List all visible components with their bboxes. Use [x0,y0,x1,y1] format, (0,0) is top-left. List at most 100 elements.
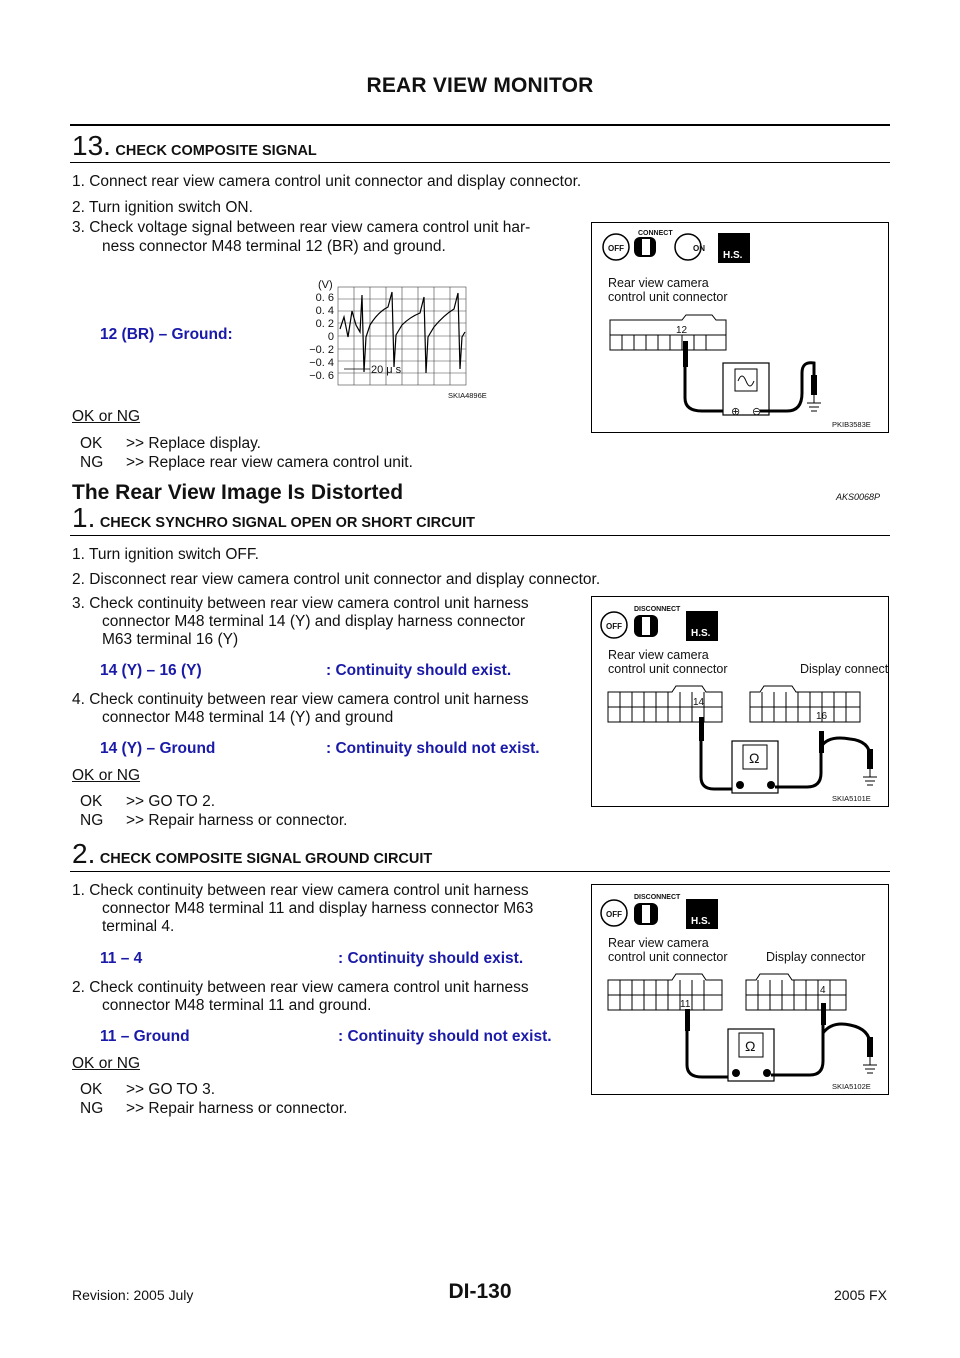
step-number: 1. [72,502,96,533]
step2-item-1-cont: connector M48 terminal 11 and display ha… [102,900,534,917]
label-display: Display connector [766,950,865,964]
ok-or-ng: OK or NG [72,1055,141,1072]
step13-item-1: 1. Connect rear view camera control unit… [72,173,582,190]
camera-connector-drawing [607,685,723,723]
step1-item-4: 4. Check continuity between rear view ca… [72,691,529,708]
step2-item-2-cont: connector M48 terminal 11 and ground. [102,997,372,1014]
spec-result: : Continuity should exist. [338,950,524,967]
step13-item-3-cont: ness connector M48 terminal 12 (BR) and … [102,238,446,255]
step1-heading: 1. CHECK SYNCHRO SIGNAL OPEN OR SHORT CI… [72,502,475,534]
step13-item-3: 3. Check voltage signal between rear vie… [72,219,531,236]
terminal-label: 14 [693,697,705,708]
svg-text:H.S.: H.S. [691,628,711,639]
ok-result: >> GO TO 3. [126,1081,216,1098]
spec-terminals: 11 – 4 [100,950,143,967]
svg-text:−0. 4: −0. 4 [309,357,334,369]
svg-text:⊕: ⊕ [731,406,740,418]
svg-text:DISCONNECT: DISCONNECT [634,606,681,613]
step2-item-1: 1. Check continuity between rear view ca… [72,882,529,899]
label-camera: Rear view camera [608,276,709,290]
label-connector: control unit connector [608,662,728,676]
ok-result: >> GO TO 2. [126,793,216,810]
step2-item-2: 2. Check continuity between rear view ca… [72,979,529,996]
spec-terminals: 14 (Y) – Ground [100,740,216,757]
figure-code: PKIB3583E [832,420,871,429]
figure-code: SKIA5102E [832,1082,871,1091]
step-rule [70,162,890,163]
display-connector-drawing [745,973,847,1011]
step1-item-3-cont2: M63 terminal 16 (Y) [102,631,239,648]
header-rule [70,124,890,126]
ng-result: >> Replace rear view camera control unit… [126,454,413,471]
ok-result: >> Replace display. [126,435,261,452]
svg-text:−0. 6: −0. 6 [309,370,334,382]
section-title: The Rear View Image Is Distorted [72,481,404,504]
svg-text:H.S.: H.S. [691,916,711,927]
connector-icon: CONNECT [634,230,673,257]
page-number: DI-130 [448,1280,512,1303]
wave-time: 20 μ s [371,364,402,376]
spec-result: : Continuity should not exist. [326,740,540,757]
terminal-label: 12 [676,325,688,336]
figure-connector-voltage: OFF CONNECT ON H.S. Rear view camera con… [591,222,889,433]
connector-drawing [609,314,727,351]
ok-label: OK [80,435,103,452]
step-number: 2. [72,838,96,869]
terminal-label: 4 [820,985,826,996]
spec-result: : Continuity should not exist. [338,1028,552,1045]
spec-label: 12 (BR) – Ground: [100,326,233,343]
figure-continuity-14-16: OFF DISCONNECT H.S. Rear view camera con… [591,596,899,807]
ignition-off-icon: OFF [600,899,628,927]
svg-text:0: 0 [328,331,334,343]
terminal-label: 16 [816,711,828,722]
ok-label: OK [80,1081,103,1098]
ok-or-ng: OK or NG [72,408,141,425]
ng-label: NG [80,812,104,829]
step-title: CHECK SYNCHRO SIGNAL OPEN OR SHORT CIRCU… [99,515,475,531]
label-camera: Rear view camera [608,936,709,950]
step13-item-2: 2. Turn ignition switch ON. [72,199,253,216]
label-connector: control unit connector [608,950,728,964]
terminal-label: 11 [680,999,691,1010]
section-code: AKS0068P [836,492,881,502]
step1-item-3-cont: connector M48 terminal 14 (Y) and displa… [102,613,526,630]
step2-heading: 2. CHECK COMPOSITE SIGNAL GROUND CIRCUIT [72,838,432,870]
ok-label: OK [80,793,103,810]
step13-heading: 13. CHECK COMPOSITE SIGNAL [72,130,317,162]
label-display: Display connector [800,662,888,676]
spec-terminals: 11 – Ground [100,1028,190,1045]
display-connector-drawing [749,685,861,723]
step2-item-1-cont2: terminal 4. [102,918,175,935]
footer-model: 2005 FX [834,1287,887,1303]
ignition-off-icon: OFF [600,611,628,639]
step1-item-2: 2. Disconnect rear view camera control u… [72,571,601,588]
step1-item-3: 3. Check continuity between rear view ca… [72,595,529,612]
step-title: CHECK COMPOSITE SIGNAL GROUND CIRCUIT [99,851,433,867]
figure-continuity-11-4: OFF DISCONNECT H.S. Rear view camera con… [591,884,889,1095]
figure-code: SKIA5101E [832,794,871,803]
svg-text:OFF: OFF [606,622,622,631]
ng-label: NG [80,454,104,471]
ignition-on-icon: ON [674,233,705,261]
ohm-icon: Ω [745,1038,755,1054]
ok-or-ng: OK or NG [72,767,141,784]
spec-result: : Continuity should exist. [326,662,512,679]
harness-side-icon: H.S. [686,611,718,641]
svg-text:H.S.: H.S. [723,250,743,261]
connector-icon: DISCONNECT [634,606,681,637]
ng-label: NG [80,1100,104,1117]
label-camera: Rear view camera [608,648,709,662]
wave-ticks: 0. 6 0. 4 0. 2 0 −0. 2 −0. 4 −0. 6 [309,292,334,382]
ignition-off-icon: OFF [602,233,630,261]
ng-result: >> Repair harness or connector. [126,812,348,829]
step-number: 13. [72,130,111,161]
step1-item-4-cont: connector M48 terminal 14 (Y) and ground [102,709,394,726]
svg-text:DISCONNECT: DISCONNECT [634,894,681,901]
svg-text:−0. 2: −0. 2 [309,344,334,356]
figure-code: SKIA4896E [448,391,487,400]
spec-terminals: 14 (Y) – 16 (Y) [100,662,202,679]
step-rule [70,871,890,872]
harness-side-icon: H.S. [686,899,718,929]
svg-text:0. 6: 0. 6 [316,292,334,304]
label-connector: control unit connector [608,290,728,304]
